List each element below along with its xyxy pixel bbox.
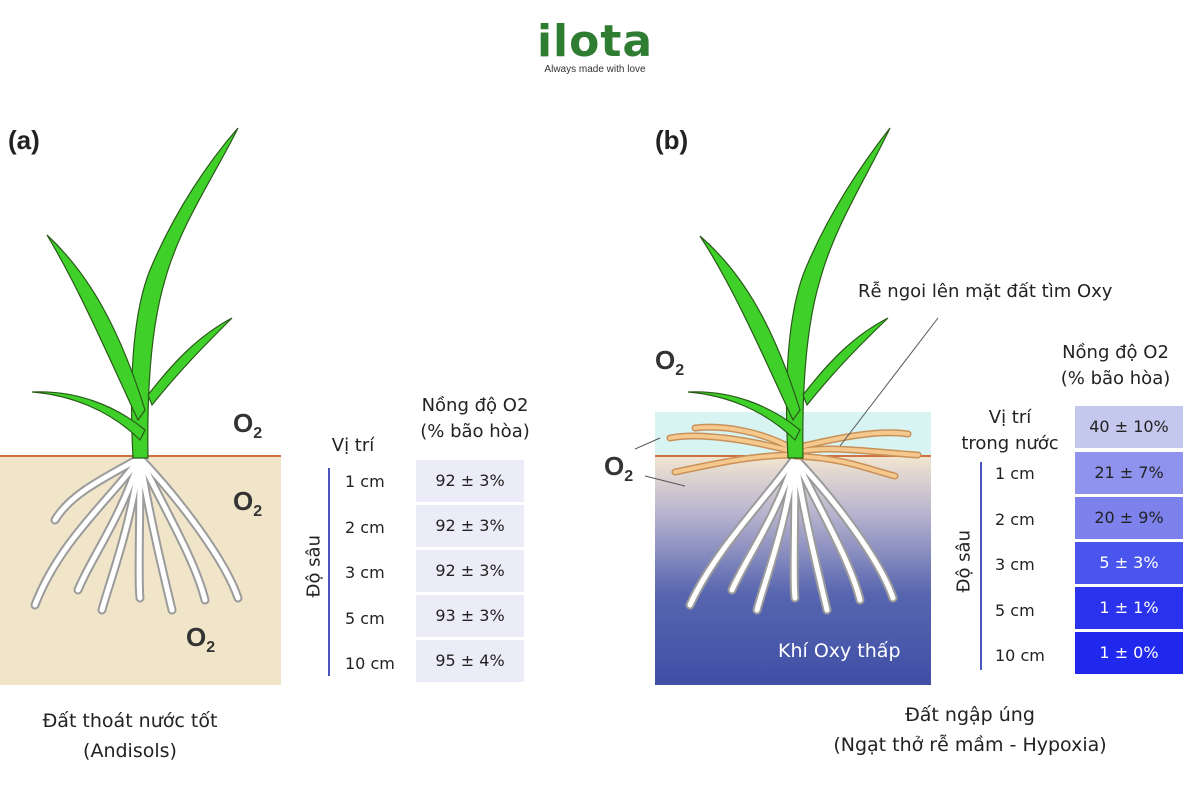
concentration-header-b: Nồng độ O2 (% bão hòa) [1060,342,1171,389]
depth-axis-label-a: Độ sâu [303,535,325,598]
depth-axis-b [980,462,982,670]
water-value-cell: 40 ± 10% [1075,406,1183,448]
concentration-header-a: Nồng độ O2 (% bão hòa) [420,395,530,442]
depth-label: 1 cm [995,464,1035,483]
value-cell: 5 ± 3% [1075,542,1183,584]
value-cell: 95 ± 4% [416,640,524,682]
logo-wordmark: ilota [536,16,654,67]
plant-b [687,127,891,459]
o2-deep-a: O2 [186,622,216,656]
depth-label: 1 cm [345,472,385,491]
position-header-a: Vị trí [331,435,375,456]
depth-label: 5 cm [345,609,385,628]
panel-b-label: (b) [655,125,689,155]
value-cell: 92 ± 3% [416,505,524,547]
depth-label: 10 cm [345,654,395,673]
o2-air-a: O2 [233,408,263,442]
o2-air-b: O2 [655,345,685,379]
value-cell: 21 ± 7% [1075,452,1183,494]
caption-a: Đất thoát nước tốt (Andisols) [42,710,218,762]
depth-axis-label-b: Độ sâu [953,530,975,593]
value-cell: 1 ± 1% [1075,587,1183,629]
value-cell: 93 ± 3% [416,595,524,637]
panel-a-label: (a) [8,125,40,155]
panel-a-illustration [0,127,281,685]
o2-water-b: O2 [604,451,634,485]
plant-a [31,127,239,459]
depth-label: 2 cm [995,510,1035,529]
value-cell: 92 ± 3% [416,550,524,592]
caption-b: Đất ngập úng (Ngạt thở rễ mầm - Hypoxia) [833,704,1107,756]
o2-soil-a: O2 [233,486,263,520]
values-column-b: 21 ± 7% 20 ± 9% 5 ± 3% 1 ± 1% 1 ± 0% [1075,452,1183,674]
logo-tagline: Always made with love [544,64,646,75]
root-annotation: Rễ ngoi lên mặt đất tìm Oxy [858,281,1113,302]
value-cell: 92 ± 3% [416,460,524,502]
low-oxygen-label: Khí Oxy thấp [778,640,901,662]
position-header-b: Vị trí trong nước [961,407,1059,454]
depth-label: 3 cm [995,555,1035,574]
value-cell: 20 ± 9% [1075,497,1183,539]
depth-label: 5 cm [995,601,1035,620]
panel-b-illustration [634,127,939,685]
depth-label: 3 cm [345,563,385,582]
o2-pointer-1 [634,437,661,450]
value-cell: 1 ± 0% [1075,632,1183,674]
o2-pointer-2 [644,475,686,487]
logo: ilota Always made with love [520,18,670,88]
depth-axis-a [328,468,330,676]
depth-label: 2 cm [345,518,385,537]
depth-label: 10 cm [995,646,1045,665]
annotation-pointer [839,317,939,447]
values-column-a: 92 ± 3% 92 ± 3% 92 ± 3% 93 ± 3% 95 ± 4% [416,460,524,682]
